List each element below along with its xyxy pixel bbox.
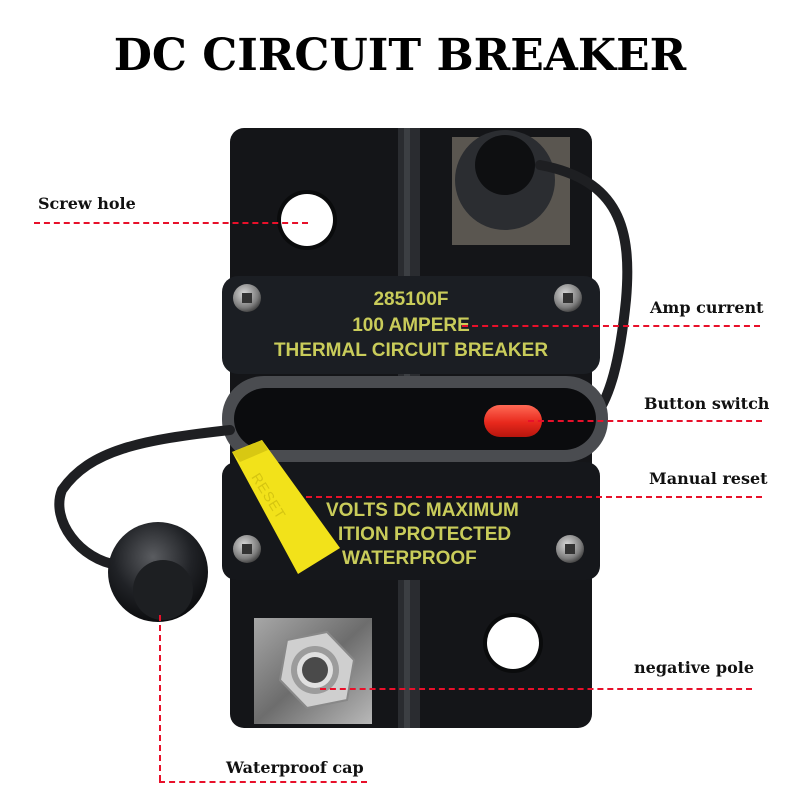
waterproof-cap <box>54 425 235 622</box>
red-button <box>484 405 542 437</box>
callout-manual-reset: Manual reset <box>649 469 768 488</box>
callout-line-amp-current <box>462 325 760 327</box>
lower-plate-text: VOLTS DC MAXIMUM ITION PROTECTED WATERPR… <box>300 500 590 580</box>
callout-line-negative-pole <box>320 688 752 690</box>
callout-line-waterproof-cap-vertical <box>159 615 161 781</box>
positive-terminal-cap <box>452 130 570 245</box>
model-number: 285100F <box>373 289 449 310</box>
callout-line-manual-reset <box>306 496 762 498</box>
callout-line-button-switch <box>528 420 762 422</box>
rating-plate <box>222 276 600 374</box>
waterproof-line: WATERPROOF <box>342 548 477 569</box>
breaker-type: THERMAL CIRCUIT BREAKER <box>273 340 549 361</box>
callout-amp-current: Amp current <box>650 298 764 317</box>
protection-line: ITION PROTECTED <box>338 524 512 545</box>
callout-button-switch: Button switch <box>644 394 770 413</box>
negative-terminal <box>254 618 372 724</box>
top-cap-cord <box>535 160 633 425</box>
callout-waterproof-cap: Waterproof cap <box>226 758 364 777</box>
reset-lever <box>232 440 340 574</box>
screw-hole-top <box>277 190 337 250</box>
callout-line-screw-hole <box>34 222 308 224</box>
voltage-line: VOLTS DC MAXIMUM <box>326 500 519 521</box>
callout-screw-hole: Screw hole <box>38 194 136 213</box>
callout-line-waterproof-cap <box>159 781 367 783</box>
rating-plate-text: 285100F 100 AMPERE THERMAL CIRCUIT BREAK… <box>222 285 600 375</box>
callout-negative-pole: negative pole <box>634 658 754 677</box>
amp-rating: 100 AMPERE <box>352 315 470 336</box>
screw-hole-bottom <box>483 613 543 673</box>
button-housing <box>222 376 608 462</box>
page-title: DC CIRCUIT BREAKER <box>113 30 687 81</box>
